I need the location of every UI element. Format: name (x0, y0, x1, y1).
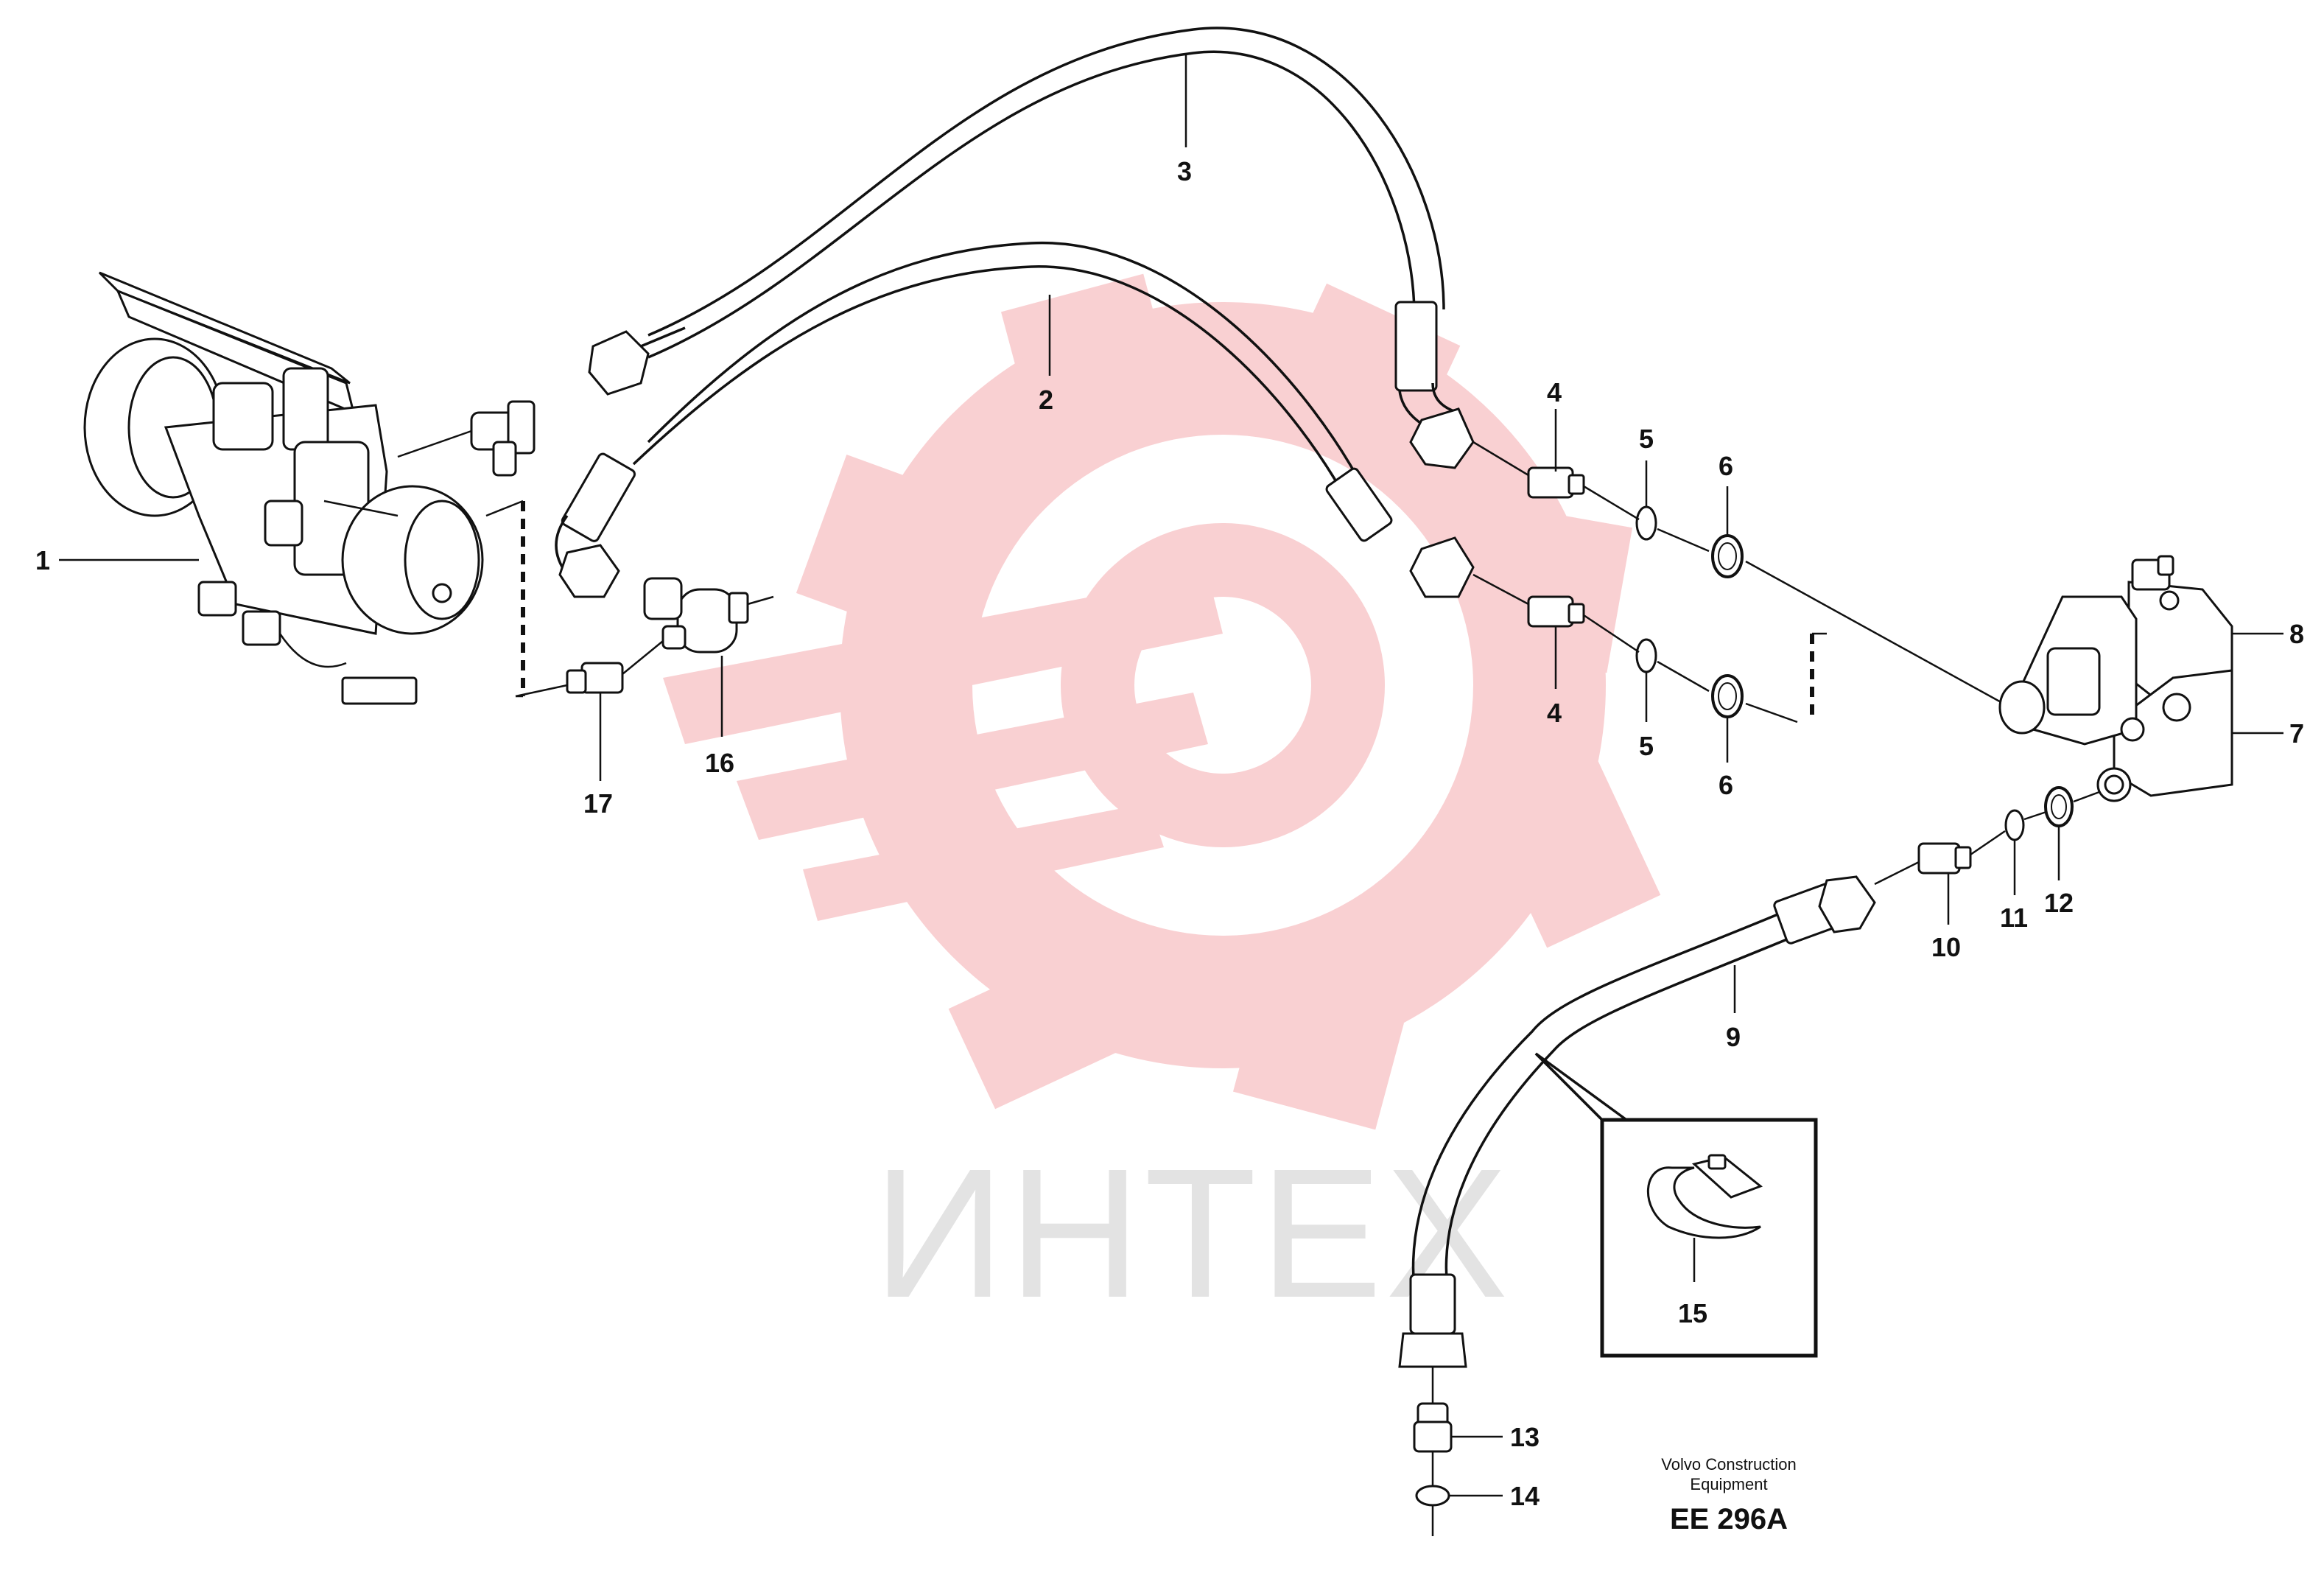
o-ring-5-lower-icon (1635, 638, 1657, 673)
caption-line1: Volvo Construction (1661, 1455, 1796, 1474)
callout-1: 1 (35, 545, 50, 575)
hose-3 (647, 27, 1475, 469)
callout-13: 13 (1510, 1422, 1540, 1452)
caption-block: Volvo Construction Equipment EE 296A (1661, 1455, 1796, 1535)
callout-16: 16 (705, 748, 734, 778)
callout-7: 7 (2289, 718, 2304, 749)
fitting-4-upper-icon (1472, 441, 1585, 499)
caption-line2: Equipment (1690, 1475, 1767, 1493)
caption-code: EE 296A (1670, 1503, 1788, 1535)
callout-2: 2 (1039, 385, 1053, 415)
dashed-reference-left (485, 500, 525, 698)
callout-6-lower: 6 (1719, 770, 1733, 800)
seal-ring-6-upper-icon (1711, 534, 1744, 578)
clamp-icon (1646, 1154, 1763, 1239)
callout-8: 8 (2289, 619, 2304, 649)
o-ring-11-icon (2004, 809, 2025, 841)
callout-17: 17 (583, 788, 613, 819)
callout-10: 10 (1931, 932, 1961, 962)
seal-ring-12-icon (2044, 786, 2074, 827)
hose-left-branch (555, 326, 686, 598)
watermark-gear-icon (663, 273, 1661, 1130)
seal-ring-6-lower-icon (1711, 674, 1744, 718)
hose-9 (1398, 875, 1876, 1368)
callout-labels: 1 2 3 4 5 6 4 5 6 7 8 9 10 11 12 13 14 1… (35, 156, 2304, 1511)
callout-14: 14 (1510, 1481, 1540, 1511)
sensor-16-icon (643, 577, 774, 654)
callout-5-lower: 5 (1639, 731, 1654, 761)
callout-3: 3 (1177, 156, 1192, 186)
callout-11: 11 (2000, 903, 2028, 933)
fitting-10-icon (1874, 842, 1972, 886)
dashed-reference-right (1810, 632, 1827, 722)
brake-valve-icon (83, 271, 484, 705)
hose-2 (632, 242, 1475, 598)
callout-9: 9 (1726, 1022, 1741, 1052)
callout-4-upper: 4 (1547, 377, 1562, 407)
solenoid-valve-icon (1998, 555, 2233, 802)
watermark-text: ИНТЕХ (873, 1130, 1511, 1336)
callout-12: 12 (2044, 888, 2074, 918)
fitting-13-icon (1413, 1367, 1453, 1453)
callout-6-upper: 6 (1719, 451, 1733, 481)
detail-box (1534, 1052, 1818, 1358)
callout-4-lower: 4 (1547, 698, 1562, 728)
leader-lines (59, 55, 2060, 1497)
tee-fitting-icon (397, 400, 536, 477)
o-ring-5-upper-icon (1635, 505, 1657, 541)
fitting-17-icon (515, 640, 664, 698)
callout-15: 15 (1678, 1298, 1707, 1328)
o-ring-14-icon (1415, 1485, 1450, 1507)
fitting-4-lower-icon (1472, 573, 1585, 628)
callout-5-upper: 5 (1639, 424, 1654, 454)
